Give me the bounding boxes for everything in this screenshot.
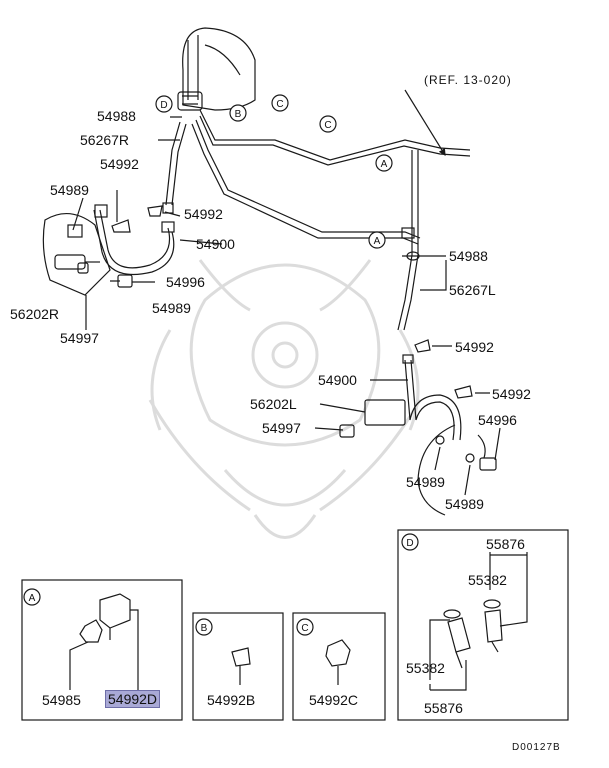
brake-line-56267L — [397, 150, 413, 331]
part-54996-left: 54996 — [166, 274, 205, 290]
part-54989-left: 54989 — [50, 182, 89, 198]
callout-b-top: B — [235, 109, 242, 120]
part-56202r: 56202R — [10, 306, 60, 322]
inset-c-tag: C — [301, 623, 308, 634]
inset-a-label-54992d-highlighted[interactable]: 54992D — [105, 690, 161, 708]
inset-a-tag: A — [29, 593, 36, 604]
part-54988-left: 54988 — [97, 108, 136, 124]
inset-b-box — [192, 612, 284, 721]
part-54992-right-1: 54992 — [455, 339, 494, 355]
inset-d-label-55382-bottom: 55382 — [406, 660, 445, 676]
document-id: D00127B — [512, 742, 561, 753]
knuckle-right — [417, 424, 456, 516]
inset-d-label-55382-top: 55382 — [468, 572, 507, 588]
callout-a-2: A — [374, 236, 381, 247]
inset-d-box — [397, 529, 569, 721]
inset-c-box — [292, 612, 386, 721]
part-54992-right-2: 54992 — [492, 386, 531, 402]
inset-a-box — [21, 579, 183, 721]
brake-line-lower — [195, 119, 421, 239]
knuckle-left — [42, 213, 111, 296]
brake-line-56267R — [165, 121, 181, 206]
part-54996-right: 54996 — [478, 412, 517, 428]
part-54992-center: 54992 — [184, 206, 223, 222]
master-cylinder-outline — [182, 27, 256, 111]
inset-b-tag: B — [201, 623, 208, 634]
part-54900-left: 54900 — [196, 236, 235, 252]
part-54997-right: 54997 — [262, 420, 301, 436]
inset-b-label: 54992B — [207, 692, 256, 708]
inset-d-label-55876-top: 55876 — [486, 536, 525, 552]
part-54989-left-bottom: 54989 — [152, 300, 191, 316]
callout-a-1: A — [381, 159, 388, 170]
part-54900-right: 54900 — [318, 372, 357, 388]
part-56267r: 56267R — [80, 132, 130, 148]
part-54992-left: 54992 — [100, 156, 139, 172]
watermark — [148, 259, 422, 539]
brake-hose-left — [99, 209, 171, 269]
part-54988-right: 54988 — [449, 248, 488, 264]
inset-d-tag: D — [406, 538, 413, 549]
inset-a-label-54985: 54985 — [42, 692, 81, 708]
callout-c-2: C — [324, 120, 331, 131]
part-54989-right-2: 54989 — [445, 496, 484, 512]
part-56202l: 56202L — [250, 396, 297, 412]
brake-hose-right — [404, 359, 462, 441]
callout-c-1: C — [276, 99, 283, 110]
inset-d-label-55876-bottom: 55876 — [424, 700, 463, 716]
callouts — [155, 94, 393, 249]
inset-c-label: 54992C — [309, 692, 359, 708]
callout-d-top: D — [160, 100, 167, 111]
part-54997-left: 54997 — [60, 330, 99, 346]
reference-label: (REF. 13-020) — [424, 73, 512, 87]
part-56267l: 56267L — [449, 282, 496, 298]
part-54989-right-1: 54989 — [406, 474, 445, 490]
